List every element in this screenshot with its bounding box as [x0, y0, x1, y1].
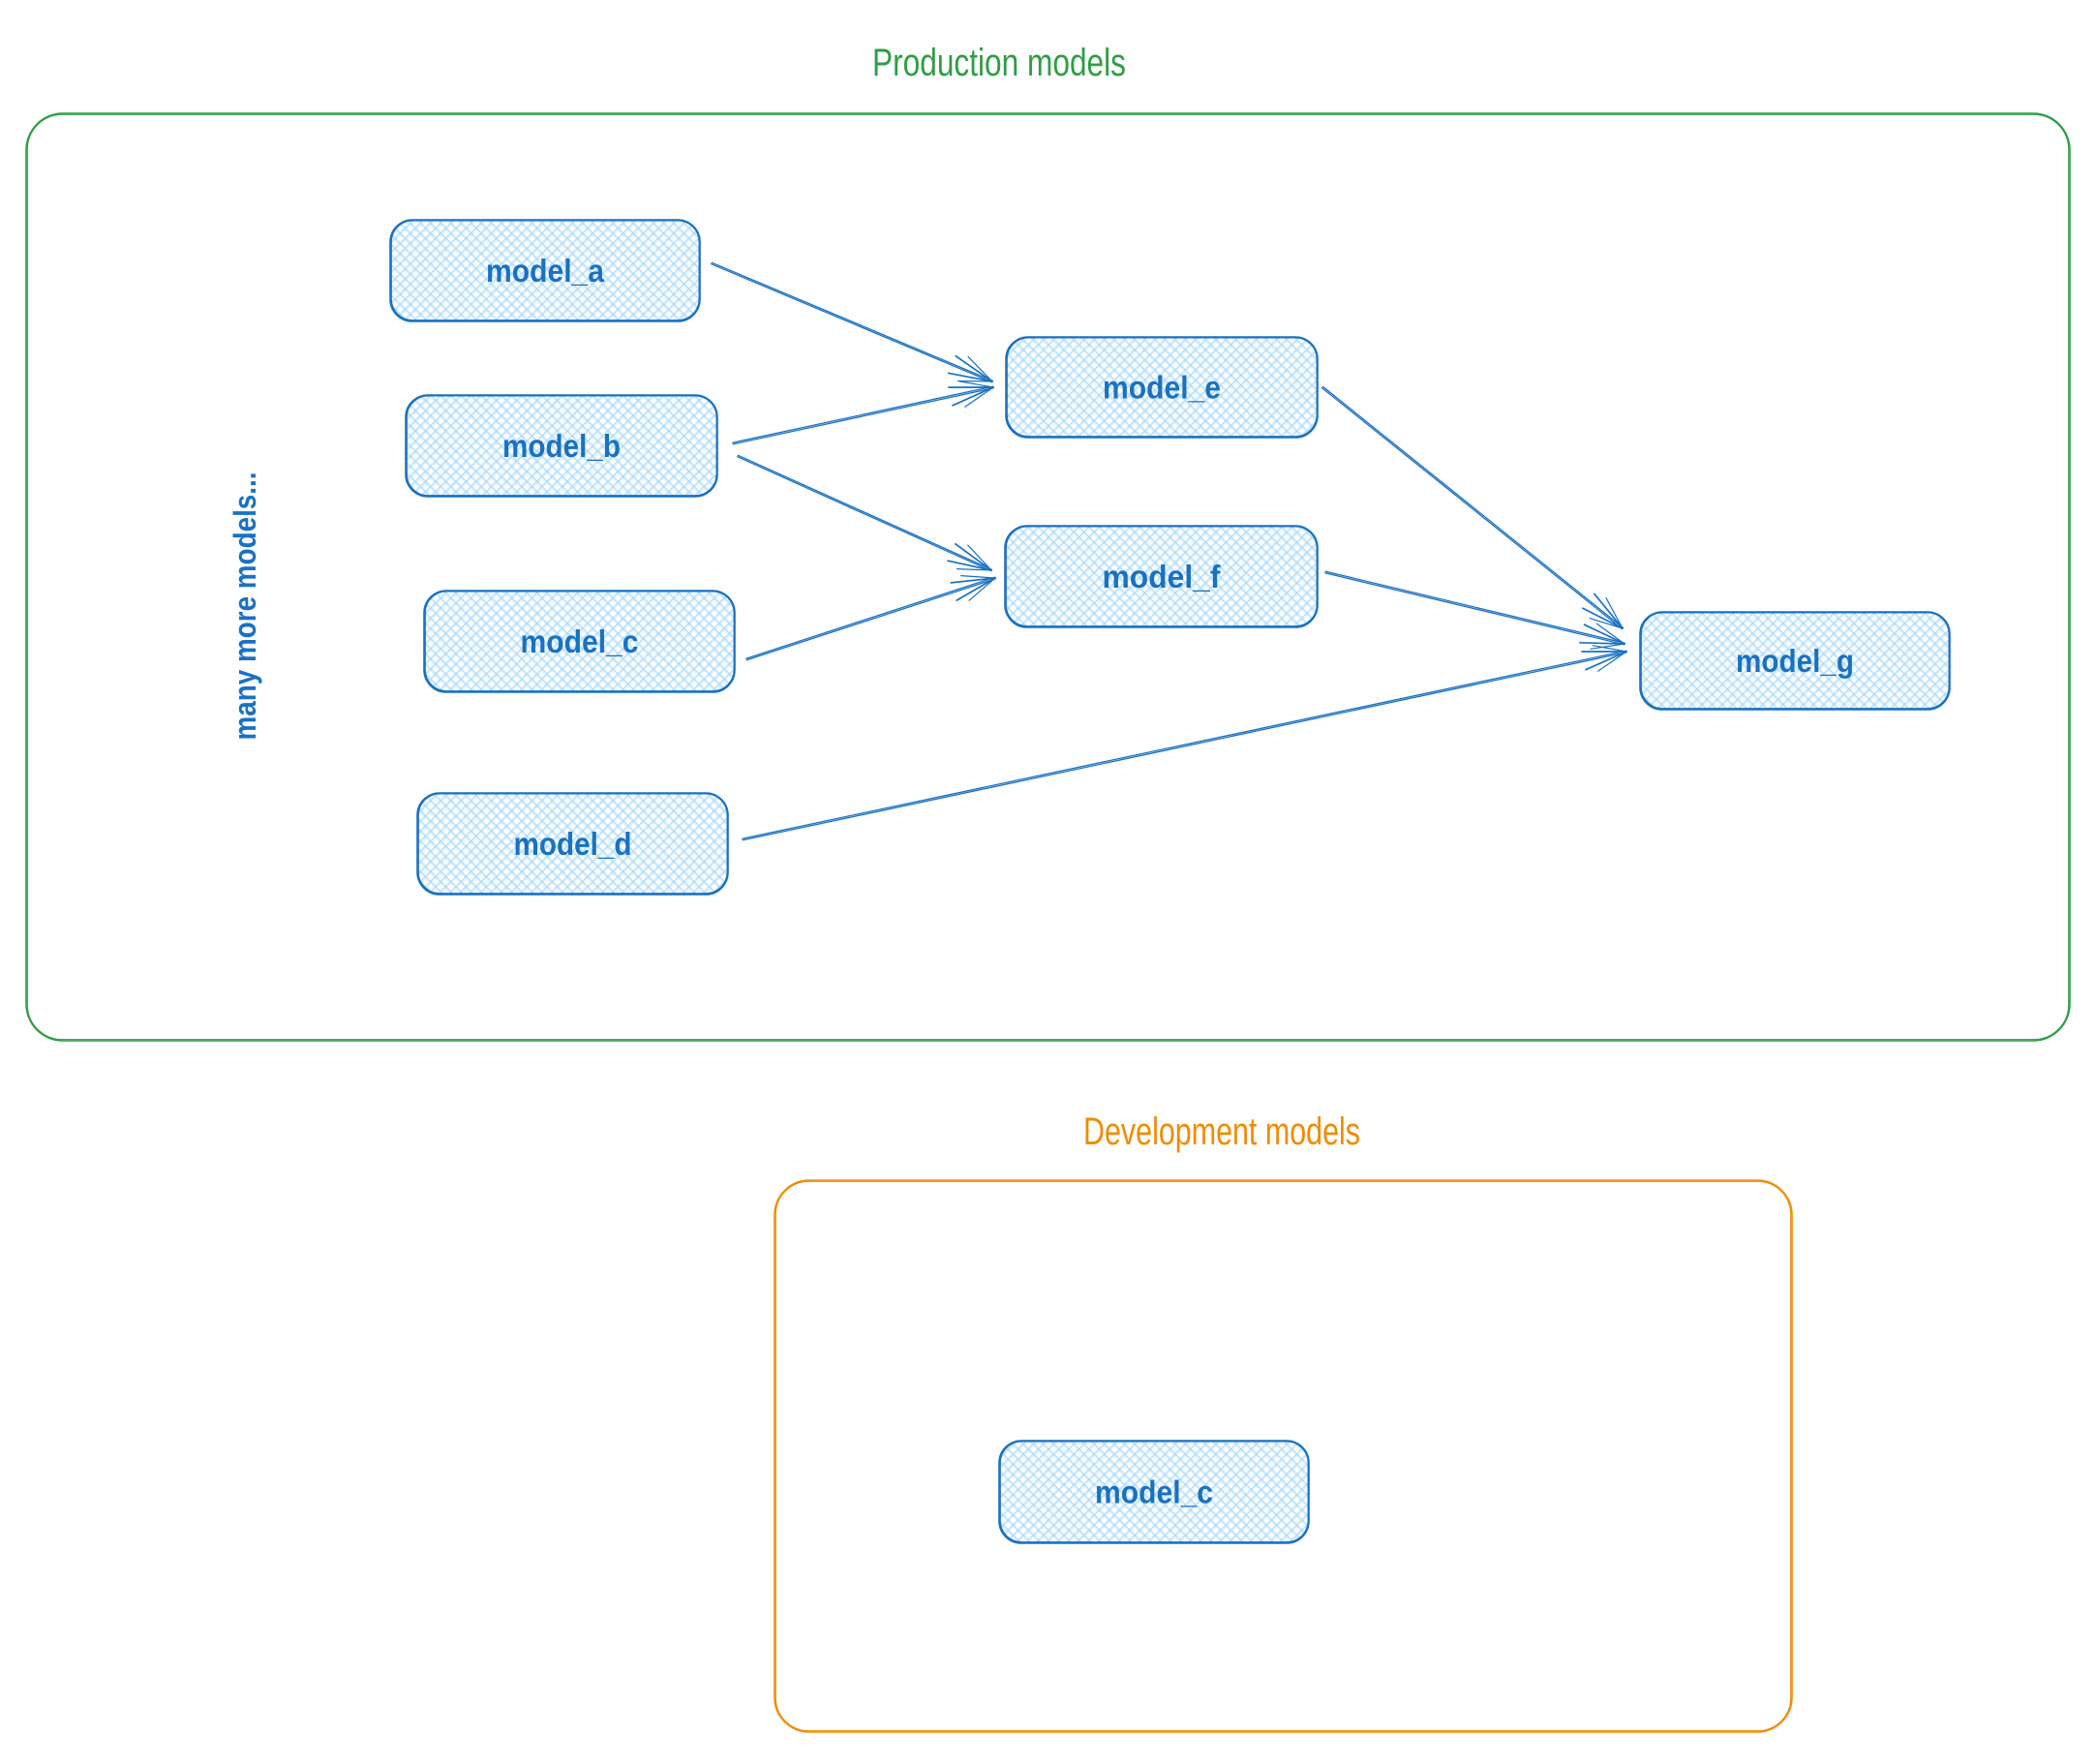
svg-text:model_e: model_e	[1103, 370, 1221, 406]
svg-text:model_g: model_g	[1736, 643, 1854, 679]
svg-text:model_d: model_d	[514, 826, 632, 862]
svg-text:model_c: model_c	[1095, 1475, 1213, 1510]
svg-text:model_c: model_c	[521, 623, 639, 659]
svg-text:Production models: Production models	[872, 42, 1126, 84]
svg-text:model_a: model_a	[486, 253, 605, 289]
svg-text:model_f: model_f	[1103, 559, 1222, 594]
svg-text:model_b: model_b	[502, 428, 621, 464]
svg-text:Development models: Development models	[1083, 1110, 1360, 1153]
svg-text:many more models...: many more models...	[228, 472, 262, 741]
